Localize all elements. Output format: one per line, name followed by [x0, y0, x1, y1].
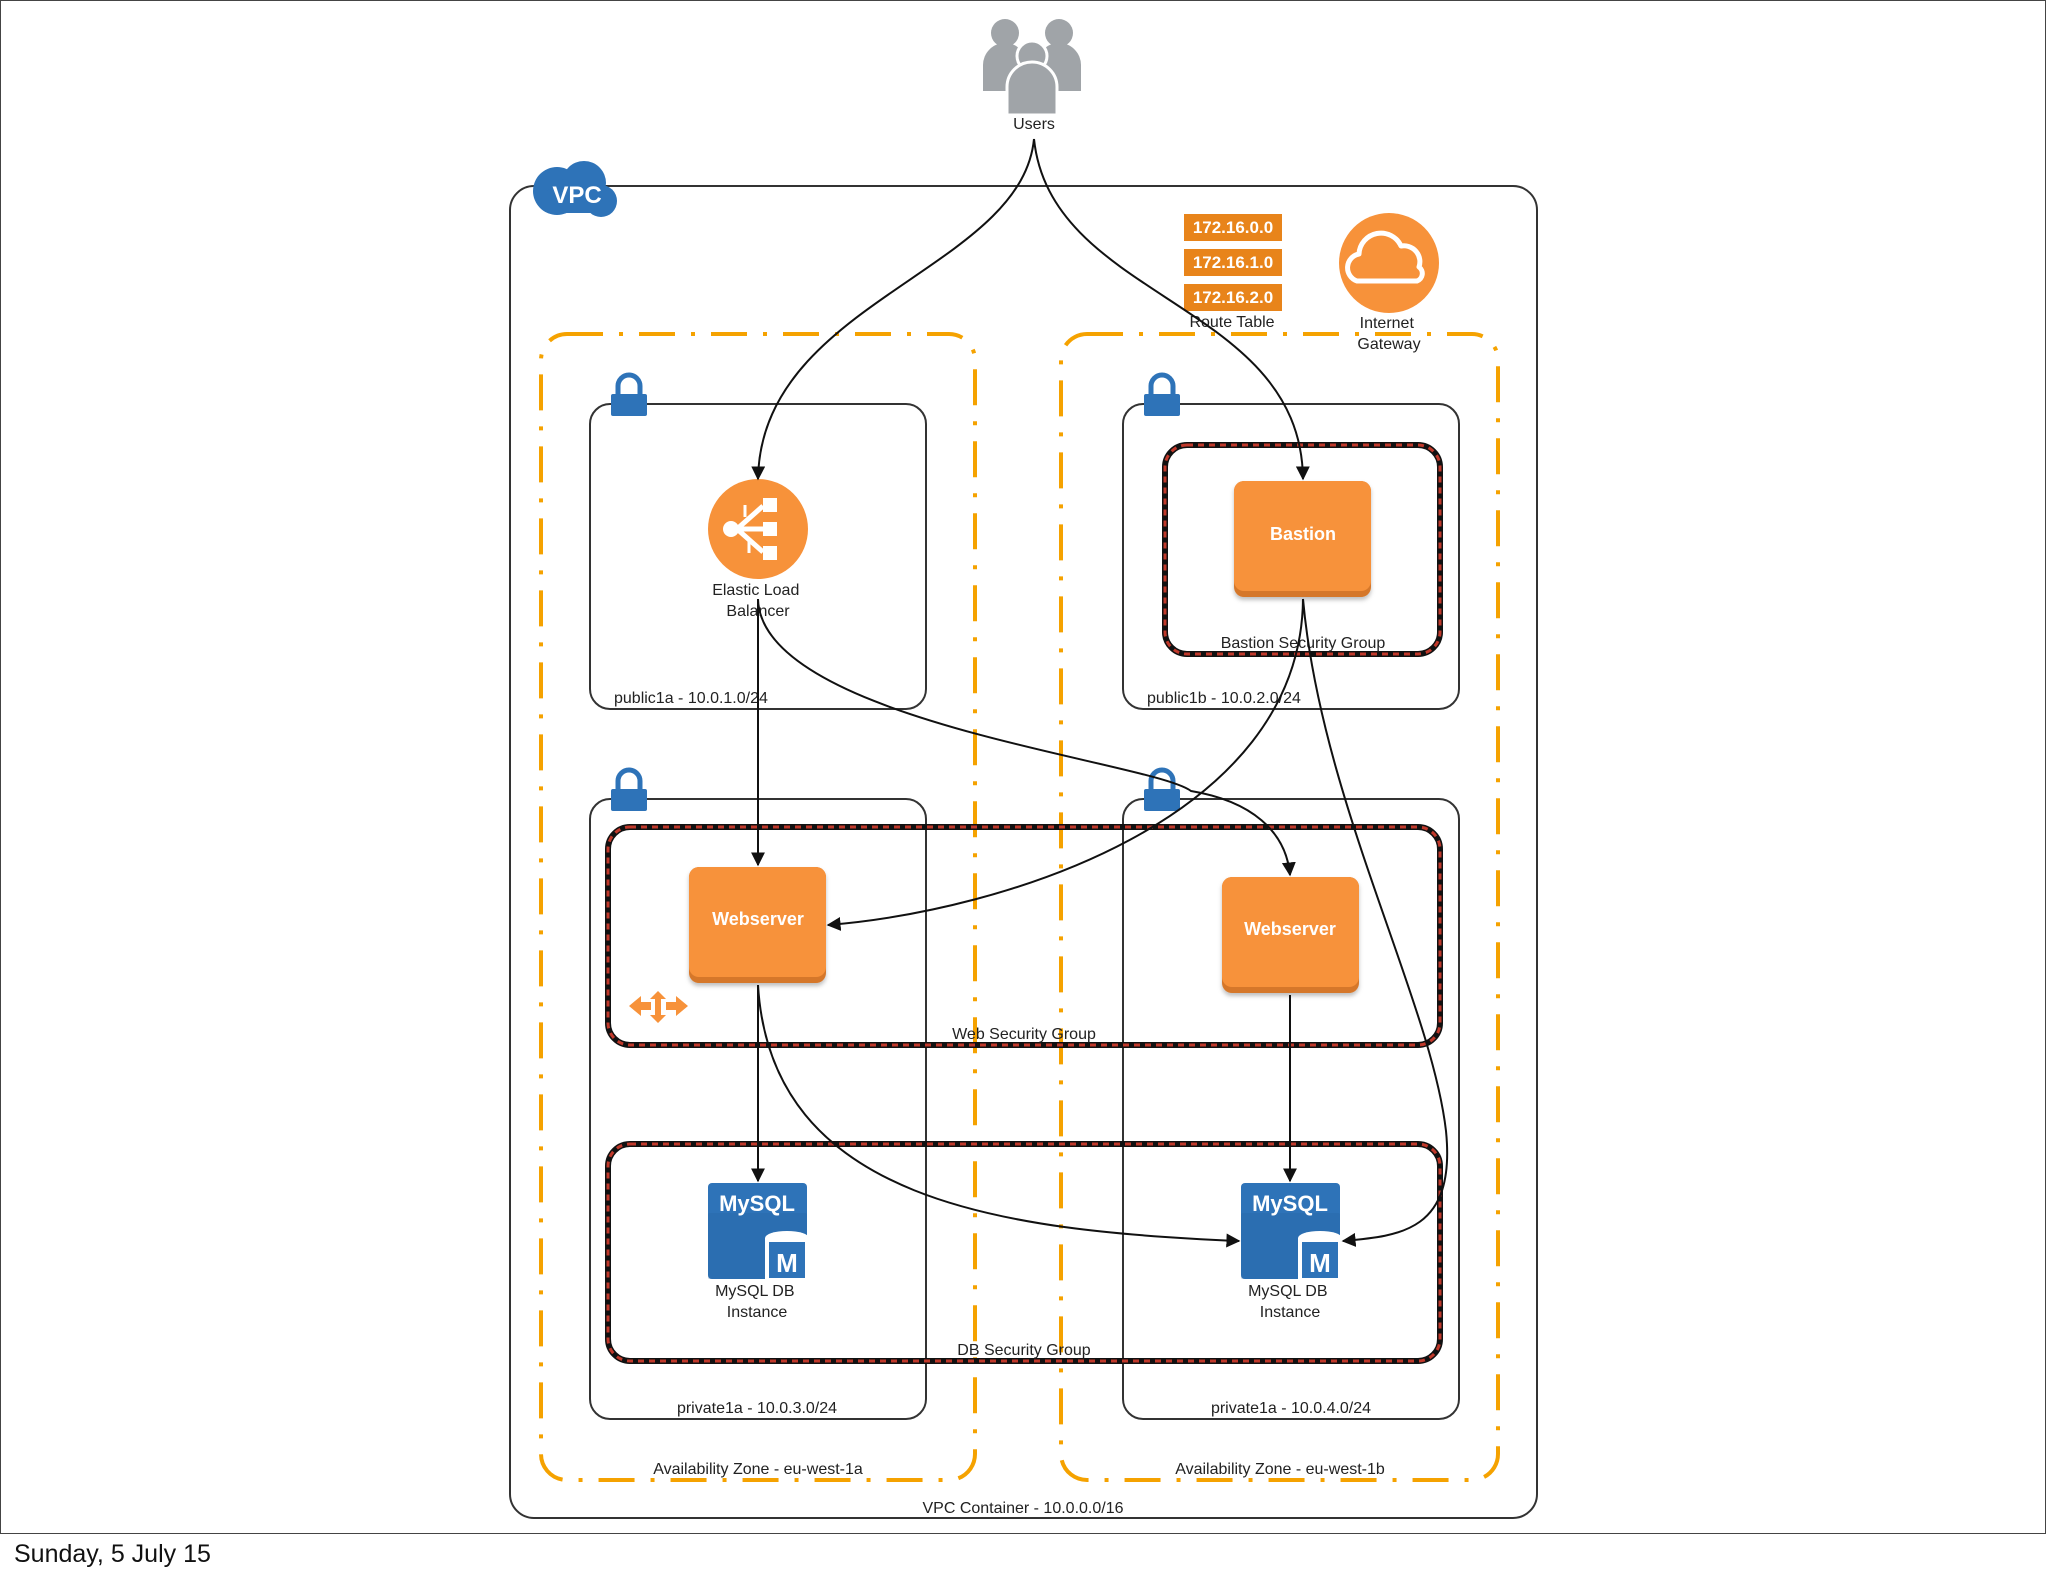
connector-webserver-left-to-mysql-right: [757, 984, 1241, 1248]
elb-label-line1: Elastic Load: [712, 582, 799, 599]
vpc-container: [509, 185, 1538, 1519]
webserver-right: [1222, 877, 1359, 993]
subnet-public1b-label: public1b - 10.0.2.0/24: [1147, 690, 1301, 707]
mysql-badge-label: MySQL: [1252, 1191, 1328, 1216]
availability-zone-b: [1059, 332, 1500, 1482]
mysql-badge-label: MySQL: [719, 1191, 795, 1216]
load-balancer-icon: [708, 479, 808, 579]
lock-icon: [1144, 767, 1180, 811]
mysql-db-label-line1: MySQL DB: [715, 1283, 794, 1300]
architecture-diagram: VPC VPC Container - 10.0.0.0/16 Availabi…: [509, 19, 1538, 1519]
mysql-db-label-left: MySQL DB Instance: [715, 1283, 799, 1321]
db-security-group-label: DB Security Group: [957, 1342, 1090, 1359]
webserver-left-label: Webserver: [712, 909, 804, 929]
elb-label: Elastic Load Balancer: [712, 582, 804, 620]
bastion-security-group: [1162, 442, 1443, 657]
mysql-db-icon: MySQL M: [708, 1183, 809, 1280]
connectors: [751, 138, 1449, 1248]
availability-zone-b-label: Availability Zone - eu-west-1b: [1175, 1461, 1385, 1478]
subnet-private1a-right-label: private1a - 10.0.4.0/24: [1211, 1400, 1371, 1417]
slide-canvas: VPC VPC Container - 10.0.0.0/16 Availabi…: [0, 0, 2046, 1534]
route-entry: 172.16.2.0: [1193, 288, 1273, 307]
cloud-icon: [1339, 213, 1439, 313]
footer-date: Sunday, 5 July 15: [14, 1540, 211, 1568]
auto-scaling-icon: [629, 991, 688, 1023]
lock-icon: [611, 372, 647, 416]
subnet-public1b: [1122, 403, 1460, 710]
users-icon: [983, 19, 1081, 117]
connector-elb-to-webserver-right: [757, 598, 1296, 877]
vpc-badge-label: VPC: [552, 182, 601, 209]
vpc-badge-icon: VPC: [533, 161, 617, 217]
mysql-db-label-line2: Instance: [727, 1304, 788, 1321]
route-entry: 172.16.1.0: [1193, 253, 1273, 272]
mysql-db-label-line1: MySQL DB: [1248, 1283, 1327, 1300]
route-table: 172.16.0.0 172.16.1.0 172.16.2.0: [1184, 214, 1282, 311]
users-label: Users: [1013, 116, 1055, 133]
connector-bastion-to-mysql-right: [1302, 598, 1449, 1247]
web-security-group: [605, 824, 1443, 1048]
bastion-label: Bastion: [1270, 524, 1336, 544]
route-entry: 172.16.0.0: [1193, 218, 1273, 237]
lock-icon: [1144, 372, 1180, 416]
subnet-private1a-right: [1122, 798, 1460, 1420]
internet-gateway-label-line2: Gateway: [1357, 336, 1420, 353]
webserver-left: [689, 867, 826, 983]
availability-zone-a: [539, 332, 977, 1482]
bastion-security-group-label: Bastion Security Group: [1221, 635, 1386, 652]
bastion-instance: [1234, 481, 1371, 597]
web-security-group-label: Web Security Group: [952, 1026, 1096, 1043]
lock-icon: [611, 767, 647, 811]
subnet-public1a-label: public1a - 10.0.1.0/24: [614, 690, 768, 707]
mysql-db-icon: MySQL M: [1241, 1183, 1342, 1280]
mysql-db-label-right: MySQL DB Instance: [1248, 1283, 1332, 1321]
mysql-db-label-line2: Instance: [1260, 1304, 1321, 1321]
webserver-right-label: Webserver: [1244, 919, 1336, 939]
subnet-private1a-left-label: private1a - 10.0.3.0/24: [677, 1400, 837, 1417]
vpc-container-label: VPC Container - 10.0.0.0/16: [922, 1500, 1123, 1517]
db-security-group: [605, 1141, 1443, 1364]
connector-users-to-elb: [751, 138, 1035, 481]
mysql-letter: M: [776, 1248, 798, 1278]
availability-zone-a-label: Availability Zone - eu-west-1a: [653, 1461, 863, 1478]
connector-bastion-to-webserver-left: [826, 598, 1304, 931]
internet-gateway-label-line1: Internet: [1360, 315, 1415, 332]
mysql-letter: M: [1309, 1248, 1331, 1278]
connector-users-to-bastion: [1033, 138, 1310, 481]
internet-gateway-label: Internet Gateway: [1357, 315, 1420, 353]
